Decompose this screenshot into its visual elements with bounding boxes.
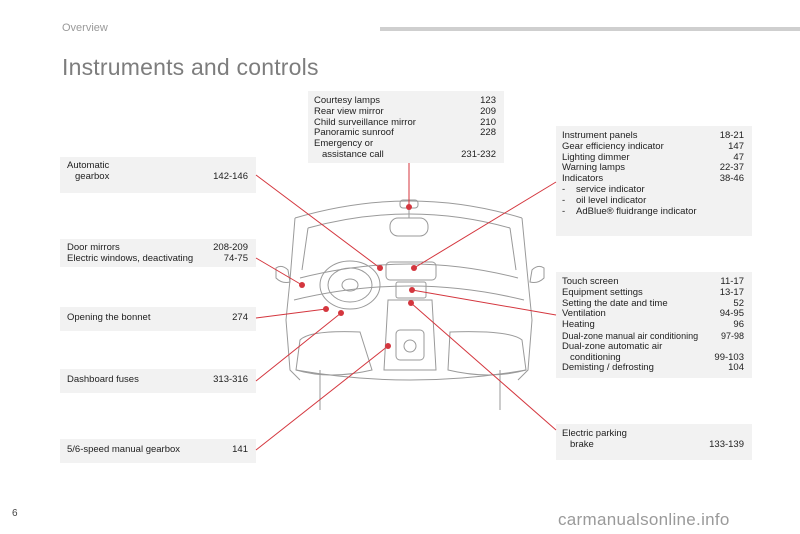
box-manual-gearbox: 5/6-speed manual gearbox 141: [60, 439, 256, 463]
dualzone-auto-label-2: conditioning: [570, 351, 621, 363]
manual-gearbox-pages[interactable]: 141: [232, 444, 248, 455]
instruments-label-1: Gear efficiency indicator: [562, 140, 664, 152]
marker-courtesy: [406, 204, 412, 210]
box-fuses: Dashboard fuses 313-316: [60, 369, 256, 393]
touch-pages-3[interactable]: 94-95: [719, 308, 744, 320]
courtesy-label-0: Courtesy lamps: [314, 95, 380, 106]
parking-label-2: brake: [570, 438, 594, 450]
instruments-pages-4[interactable]: 38-46: [719, 173, 744, 185]
touch-pages-2[interactable]: 52: [733, 297, 744, 309]
indicators-sub-label-1: oil level indicator: [576, 194, 647, 206]
box-automatic-gearbox: Automatic gearbox 142-146: [60, 157, 256, 193]
marker-fuses: [338, 310, 344, 316]
fuses-pages[interactable]: 313-316: [213, 374, 248, 385]
emergency-label-1: Emergency or: [314, 138, 374, 150]
emergency-label-2: assistance call: [322, 148, 384, 160]
courtesy-label-2: Child surveillance mirror: [314, 116, 416, 128]
marker-touch: [409, 287, 415, 293]
instruments-pages-2[interactable]: 47: [733, 151, 744, 163]
touch-label-0: Touch screen: [562, 276, 619, 287]
demisting-pages[interactable]: 104: [728, 362, 744, 374]
dashboard-illustration: [275, 199, 545, 410]
courtesy-label-3: Panoramic sunroof: [314, 127, 394, 139]
touch-label-2: Setting the date and time: [562, 297, 668, 309]
touch-label-3: Ventilation: [562, 308, 606, 320]
indicators-sub-bullet-0: -: [562, 183, 566, 195]
automatic-gearbox-label-1: Automatic: [67, 160, 110, 171]
manual-gearbox-label: 5/6-speed manual gearbox: [67, 444, 181, 455]
page-number: 6: [12, 508, 18, 519]
indicators-sub-label-0: service indicator: [576, 183, 645, 195]
bonnet-label: Opening the bonnet: [67, 312, 151, 323]
marker-manual-gearbox: [385, 343, 391, 349]
dualzone-auto-pages[interactable]: 99-103: [714, 351, 744, 363]
courtesy-pages-2[interactable]: 210: [480, 116, 496, 128]
touch-label-1: Equipment settings: [562, 286, 643, 298]
automatic-gearbox-pages[interactable]: 142-146: [213, 170, 248, 182]
marker-gearbox: [377, 265, 383, 271]
fuses-label: Dashboard fuses: [67, 374, 139, 385]
courtesy-pages-0[interactable]: 123: [480, 95, 496, 106]
box-bonnet: Opening the bonnet 274: [60, 307, 256, 331]
watermark: carmanualsonline.info: [558, 510, 730, 529]
instruments-label-0: Instrument panels: [562, 130, 638, 141]
touch-pages-4[interactable]: 96: [733, 319, 744, 331]
box-courtesy: Courtesy lamps 123 Rear view mirror 209 …: [308, 91, 504, 163]
box-mirrors: Door mirrors 208-209 Electric windows, d…: [60, 239, 256, 267]
courtesy-label-1: Rear view mirror: [314, 105, 384, 117]
parking-pages[interactable]: 133-139: [709, 438, 744, 450]
instruments-pages-3[interactable]: 22-37: [719, 162, 744, 174]
courtesy-pages-1[interactable]: 209: [480, 105, 496, 117]
marker-parking: [408, 300, 414, 306]
dualzone-auto-label-1: Dual-zone automatic air: [562, 340, 663, 352]
mirrors-label-1: Electric windows, deactivating: [67, 252, 194, 264]
touch-pages-0[interactable]: 11-17: [720, 276, 744, 287]
touch-label-5: Dual-zone manual air conditioning: [562, 330, 699, 341]
mirrors-pages-0[interactable]: 208-209: [213, 242, 248, 253]
indicators-sub-bullet-1: -: [562, 194, 566, 206]
touch-pages-1[interactable]: 13-17: [719, 286, 744, 298]
page-title: Instruments and controls: [62, 54, 319, 80]
mirrors-label-0: Door mirrors: [67, 242, 120, 253]
instruments-pages-0[interactable]: 18-21: [719, 130, 744, 141]
box-parking: Electric parking brake 133-139: [556, 424, 752, 460]
indicators-sub-bullet-2: -: [562, 205, 566, 217]
touch-label-4: Heating: [562, 319, 595, 331]
touch-pages-5[interactable]: 97-98: [720, 330, 744, 341]
mirrors-pages-1[interactable]: 74-75: [223, 252, 248, 264]
marker-bonnet: [323, 306, 329, 312]
parking-label-1: Electric parking: [562, 428, 627, 439]
indicators-sub-label-2: AdBlue® fluidrange indicator: [576, 205, 697, 217]
demisting-label: Demisting / defrosting: [562, 362, 654, 374]
marker-mirrors: [299, 282, 305, 288]
header-bar: [380, 27, 800, 31]
section-label: Overview: [62, 22, 108, 34]
bonnet-pages[interactable]: 274: [232, 312, 248, 323]
instruments-label-4: Indicators: [562, 173, 604, 185]
automatic-gearbox-label-2: gearbox: [75, 170, 110, 182]
instruments-label-3: Warning lamps: [562, 162, 626, 174]
instruments-pages-1[interactable]: 147: [728, 140, 744, 152]
instruments-label-2: Lighting dimmer: [562, 151, 630, 163]
emergency-pages[interactable]: 231-232: [461, 148, 496, 160]
box-touch: Touch screen 11-17 Equipment settings 13…: [556, 272, 752, 378]
marker-instruments: [411, 265, 417, 271]
box-instruments: Instrument panels 18-21 Gear efficiency …: [556, 126, 752, 236]
courtesy-pages-3[interactable]: 228: [480, 127, 496, 139]
